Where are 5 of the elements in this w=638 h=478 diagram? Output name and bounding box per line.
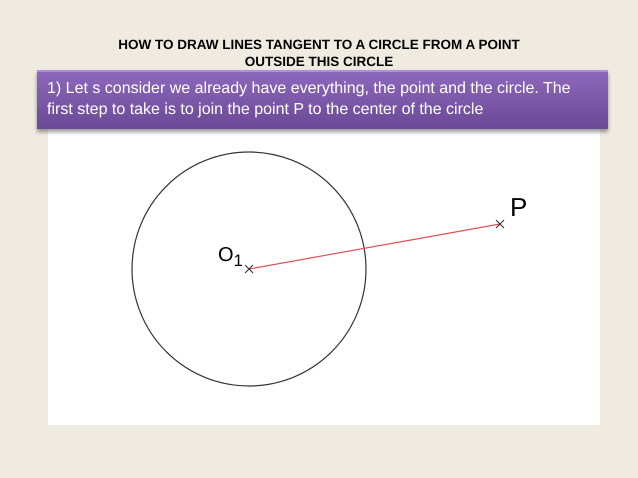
slide-title: HOW TO DRAW LINES TANGENT TO A CIRCLE FROM A POINT OUTSIDE THIS CIRCLE	[117, 36, 521, 70]
point-label: O$_{1}$	[218, 244, 243, 271]
instruction-banner: 1) Let s consider we already have everything, the point and the circle. The first step to take is to join the point P to the center of the circle	[37, 70, 608, 129]
connecting-line	[248, 223, 500, 270]
point-label: P	[510, 192, 528, 223]
